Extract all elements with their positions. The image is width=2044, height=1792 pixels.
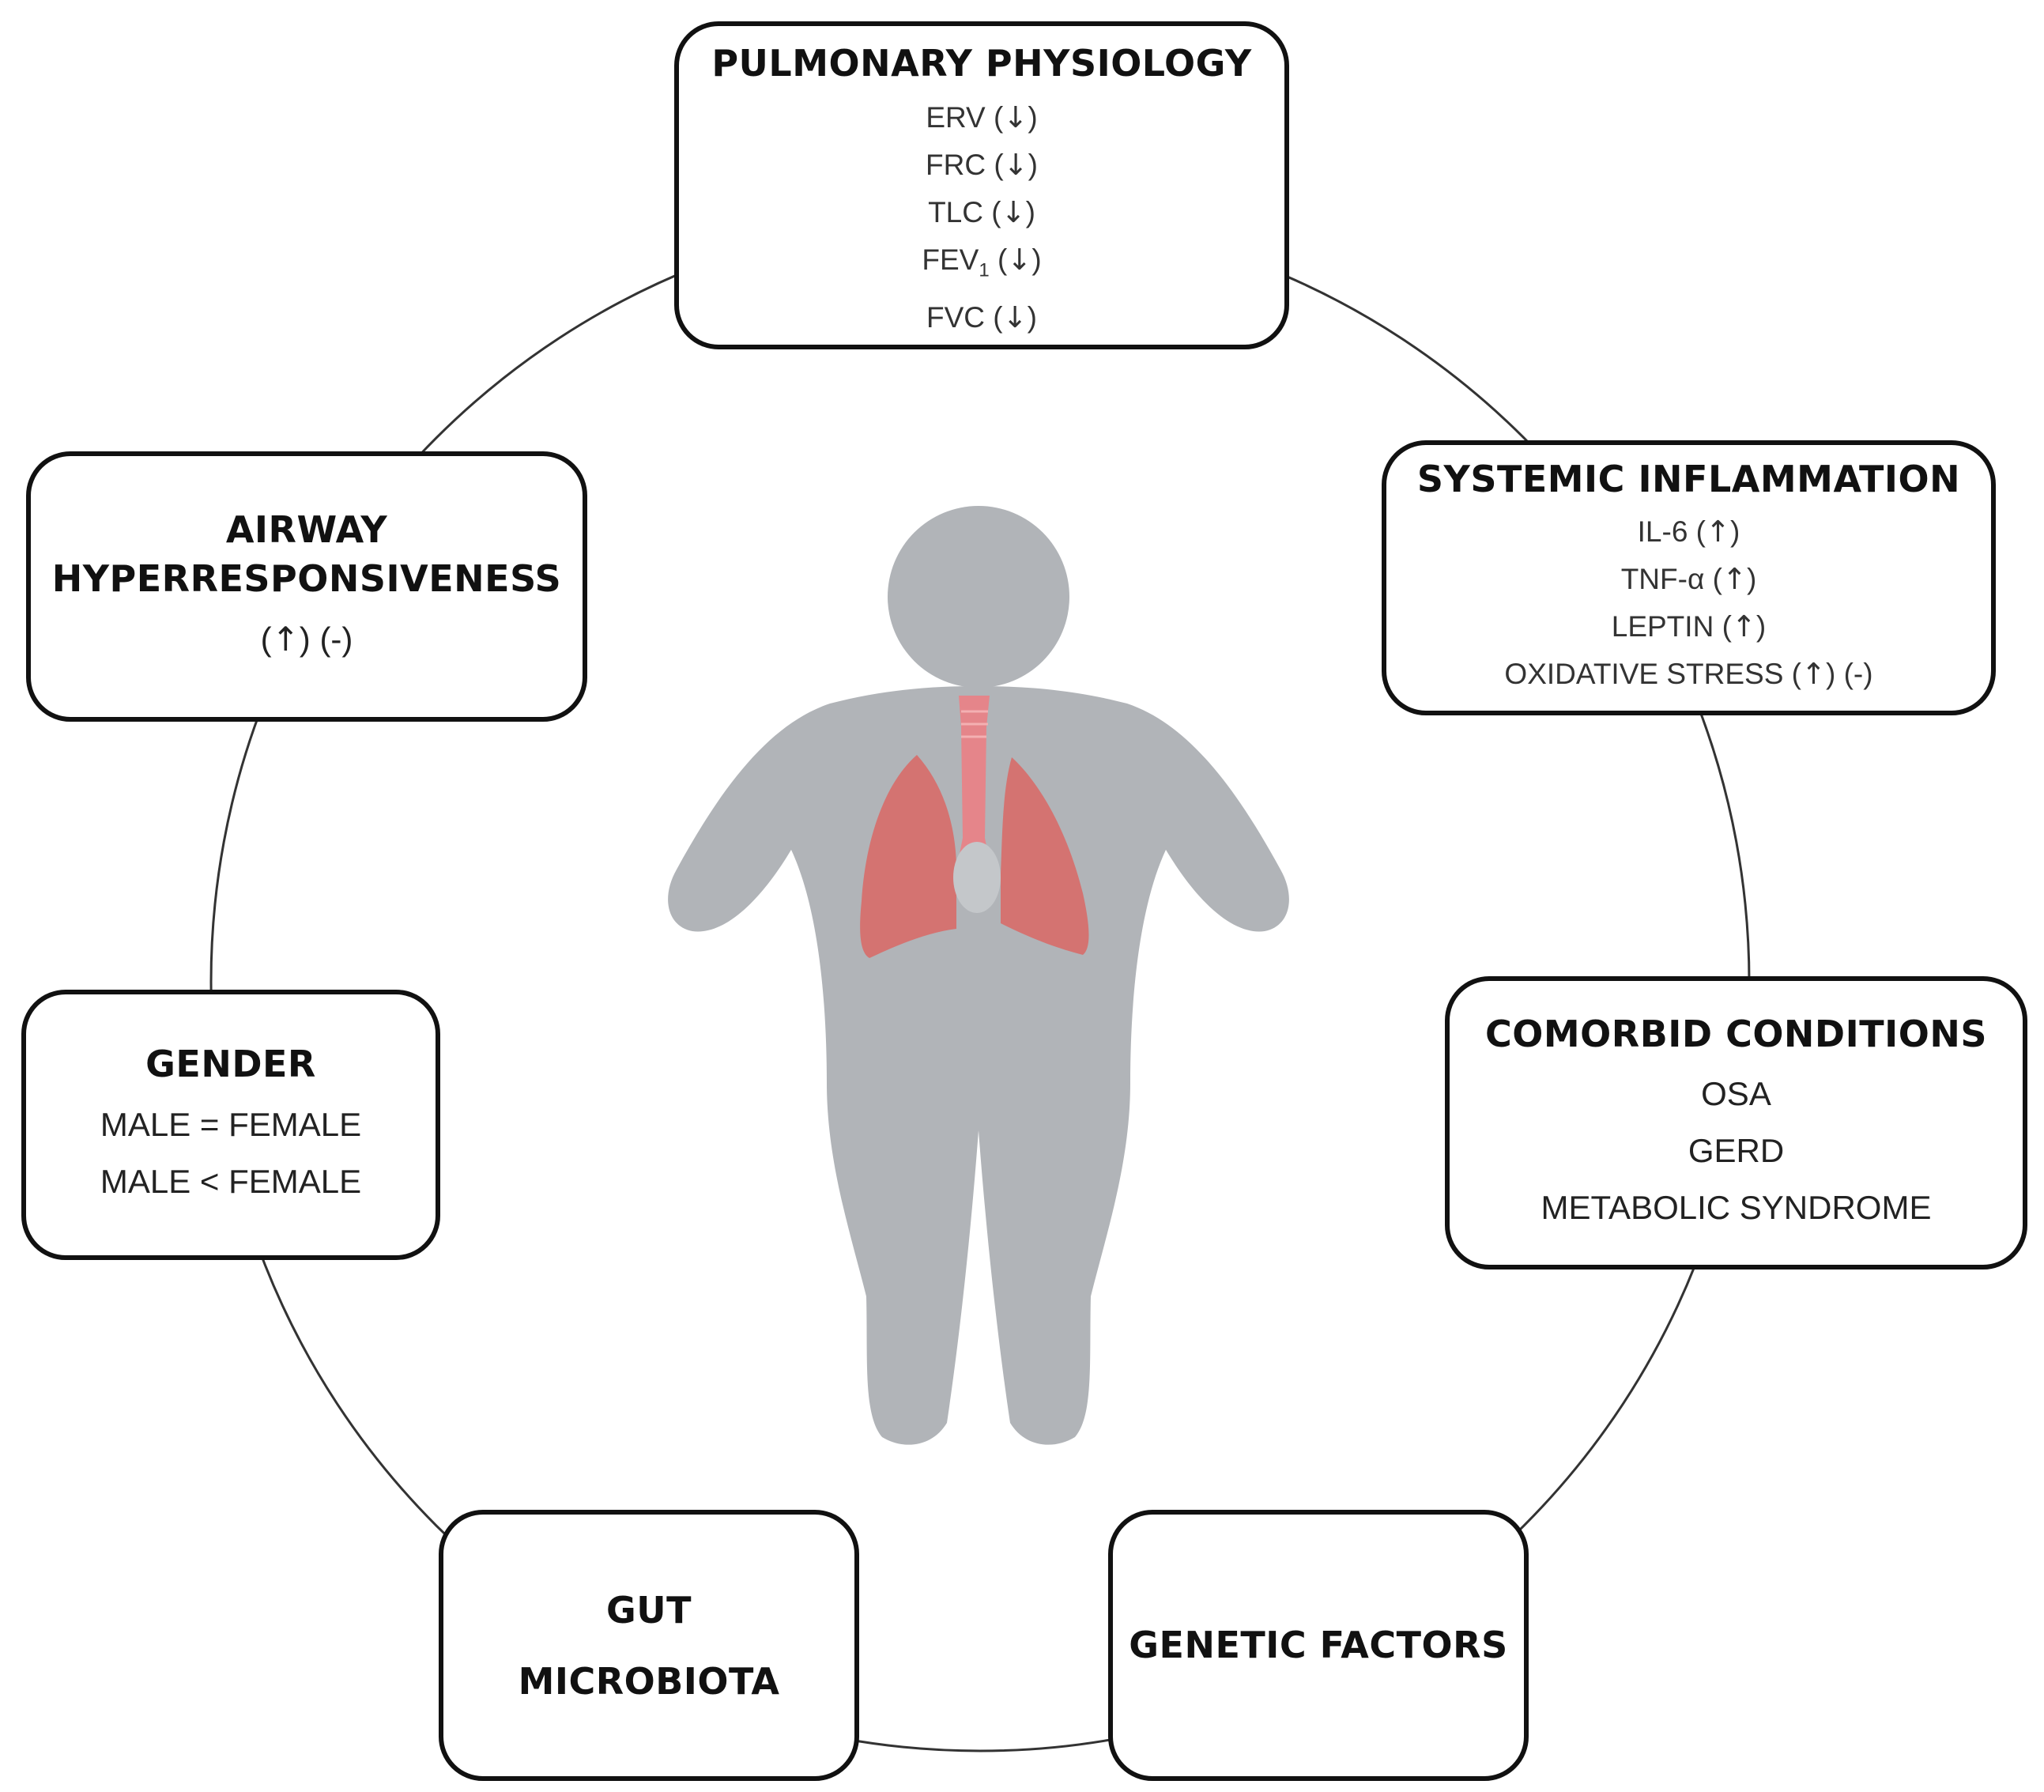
metabolic-syndrome-item: METABOLIC SYNDROME [1541,1188,1932,1226]
gerd-item: GERD [1688,1131,1785,1169]
systemic-inflammation-title: SYSTEMIC INFLAMMATION [1416,458,1961,500]
down-arrow-icon: ↓ [1002,300,1028,335]
frc-item: FRC (↓) [926,148,1038,183]
pulmonary-physiology-title: PULMONARY PHYSIOLOGY [711,42,1252,85]
osa-item: OSA [1701,1074,1771,1112]
up-arrow-icon: ↑ [271,620,300,659]
il6-item: IL-6 (↑) [1637,515,1740,549]
down-arrow-icon: ↓ [1007,243,1032,277]
leptin-item: LEPTIN (↑) [1611,609,1767,644]
erv-item: ERV (↓) [926,100,1038,135]
trachea [959,696,990,854]
gut-microbiota-box: GUT MICROBIOTA [439,1510,859,1781]
gender-title: GENDER [145,1042,316,1085]
up-arrow-icon: ↑ [1722,562,1747,597]
gut-microbiota-title-line1: GUT [606,1588,692,1632]
down-arrow-icon: ↓ [1003,148,1028,183]
airway-hyperresponsiveness-value: (↑) (-) [260,620,353,659]
left-lung [860,755,957,958]
down-arrow-icon: ↓ [1001,195,1026,230]
male-less-female-item: MALE < FEMALE [100,1163,362,1201]
genetic-factors-title: GENETIC FACTORS [1129,1624,1508,1667]
airway-hyperresponsiveness-title-line1: AIRWAY [225,507,388,551]
tlc-item: TLC (↓) [928,195,1035,230]
oxidative-stress-item: OXIDATIVE STRESS (↑) (-) [1504,657,1873,692]
comorbid-conditions-box: COMORBID CONDITIONS OSA GERD METABOLIC S… [1445,976,2027,1269]
obese-human-silhouette-icon [668,506,1289,1445]
airway-hyperresponsiveness-title-line2: HYPERRESPONSIVENESS [51,557,562,600]
up-arrow-icon: ↑ [1706,515,1731,549]
airway-hyperresponsiveness-box: AIRWAY HYPERRESPONSIVENESS (↑) (-) [26,451,587,722]
pulmonary-physiology-box: PULMONARY PHYSIOLOGY ERV (↓) FRC (↓) TLC… [674,21,1289,349]
lungs-icon [860,696,1089,958]
gut-microbiota-title-line2: MICROBIOTA [518,1659,780,1703]
systemic-inflammation-box: SYSTEMIC INFLAMMATION IL-6 (↑) TNF-α (↑)… [1382,440,1996,715]
gender-box: GENDER MALE = FEMALE MALE < FEMALE [21,990,440,1260]
male-equal-female-item: MALE = FEMALE [100,1106,362,1144]
fvc-item: FVC (↓) [926,300,1037,335]
genetic-factors-box: GENETIC FACTORS [1108,1510,1529,1781]
up-arrow-icon: ↑ [1731,609,1756,644]
right-lung [1001,757,1089,955]
up-arrow-icon: ↑ [1801,657,1826,692]
heart [953,842,1001,913]
down-arrow-icon: ↓ [1003,100,1028,135]
tnf-alpha-item: TNF-α (↑) [1620,562,1757,597]
comorbid-conditions-title: COMORBID CONDITIONS [1485,1013,1987,1056]
fev1-item: FEV1 (↓) [922,243,1042,281]
